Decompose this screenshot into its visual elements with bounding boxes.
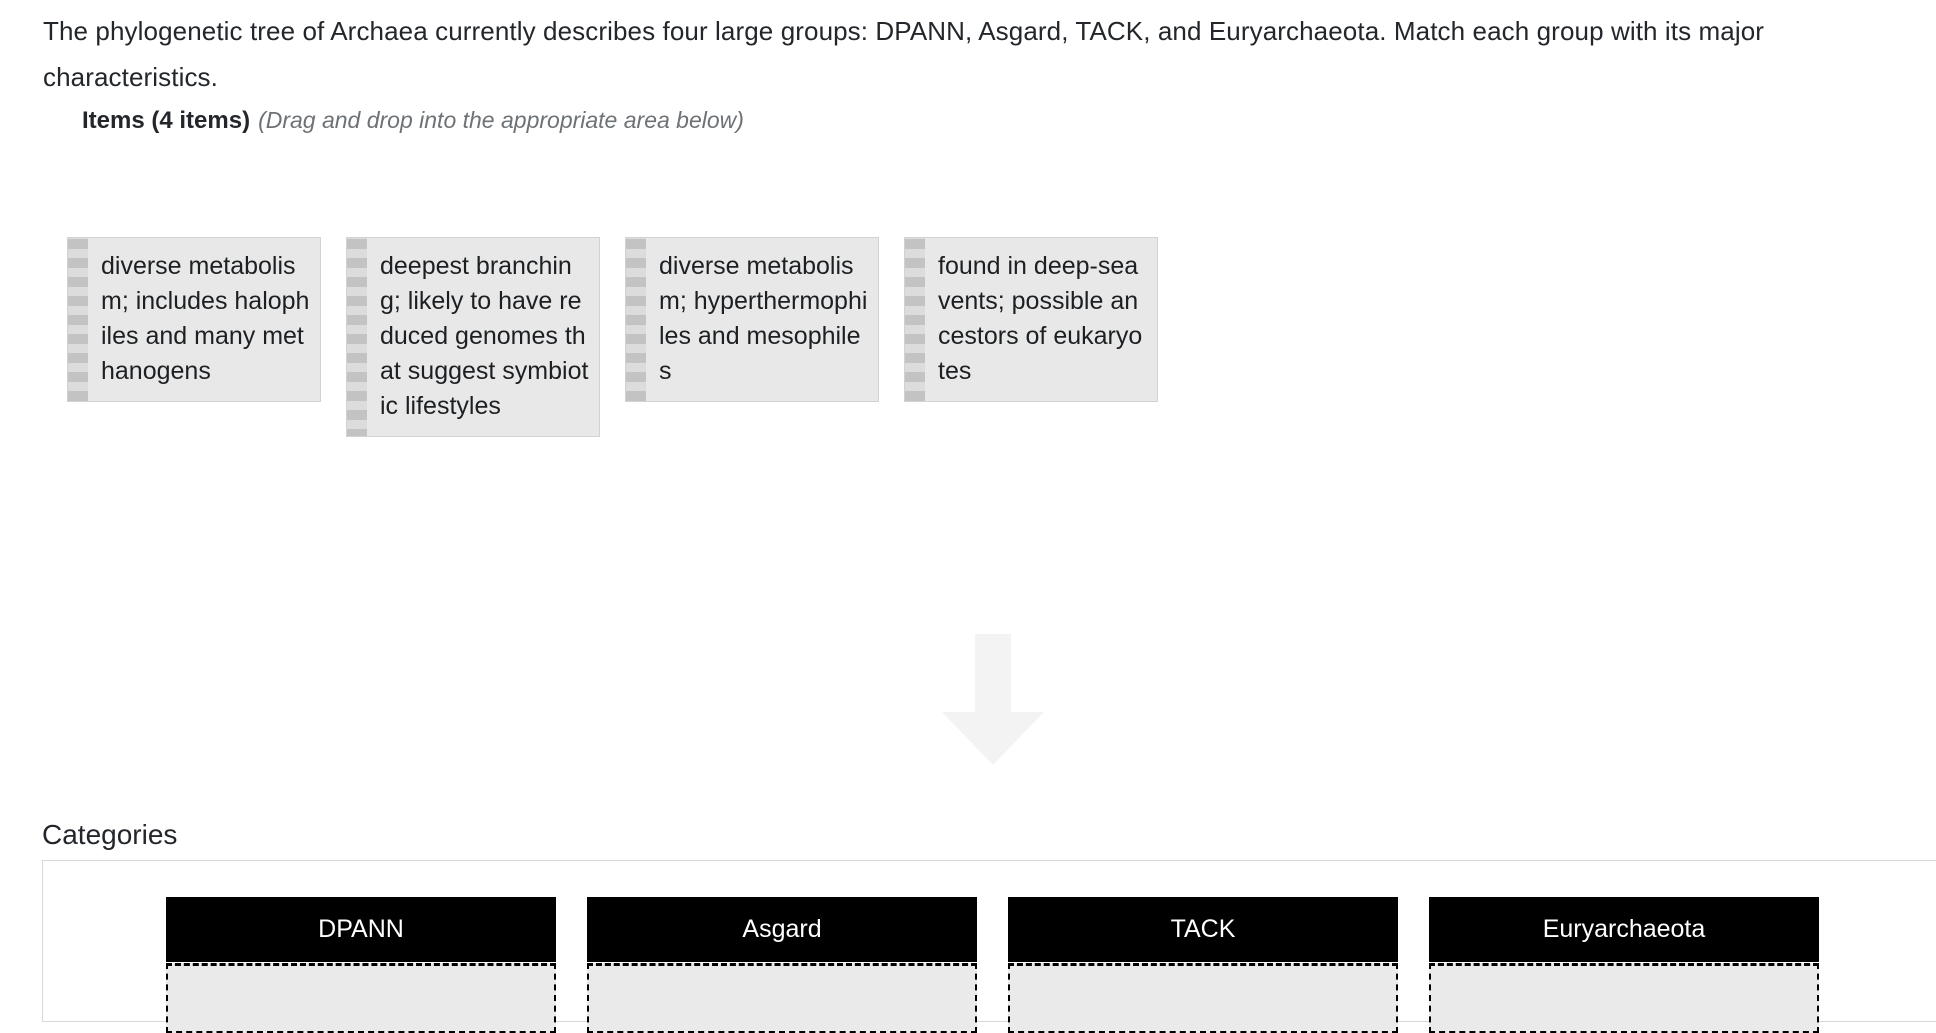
question-prompt: The phylogenetic tree of Archaea current… [43,16,1765,92]
draggable-item[interactable]: found in deep-sea vents; possible ancest… [905,238,1157,401]
category-dropzone-euryarchaeota[interactable] [1429,963,1819,1033]
drag-handle-icon[interactable] [626,238,646,401]
draggable-item-label: found in deep-sea vents; possible ancest… [925,238,1157,401]
draggable-item[interactable]: deepest branching; likely to have reduce… [347,238,599,436]
categories-label: Categories [42,819,178,850]
drag-handle-icon[interactable] [905,238,925,401]
category-column: TACK [1008,897,1398,1033]
category-header-euryarchaeota: Euryarchaeota [1429,897,1819,962]
items-list: diverse metabolism; includes halophiles … [68,238,1157,436]
items-title: Items (4 items) [82,107,251,134]
category-header-dpann: DPANN [166,897,556,962]
drag-handle-icon[interactable] [68,238,88,401]
arrow-down-icon [942,634,1044,765]
category-column: DPANN [166,897,556,1033]
category-header-asgard: Asgard [587,897,977,962]
category-column: Asgard [587,897,977,1033]
items-hint: (Drag and drop into the appropriate area… [258,107,744,133]
categories-panel: DPANN Asgard TACK Euryarchaeota [42,860,1936,1033]
category-dropzone-dpann[interactable] [166,963,556,1033]
draggable-item[interactable]: diverse metabolism; hyperthermophiles an… [626,238,878,401]
drag-handle-icon[interactable] [347,238,367,436]
items-header: Items (4 items) (Drag and drop into the a… [82,104,744,137]
categories-row: DPANN Asgard TACK Euryarchaeota [166,897,1819,1033]
draggable-item-label: deepest branching; likely to have reduce… [367,238,599,436]
category-dropzone-tack[interactable] [1008,963,1398,1033]
draggable-item-label: diverse metabolism; hyperthermophiles an… [646,238,878,401]
category-header-tack: TACK [1008,897,1398,962]
category-dropzone-asgard[interactable] [587,963,977,1033]
draggable-item[interactable]: diverse metabolism; includes halophiles … [68,238,320,401]
category-column: Euryarchaeota [1429,897,1819,1033]
draggable-item-label: diverse metabolism; includes halophiles … [88,238,320,401]
